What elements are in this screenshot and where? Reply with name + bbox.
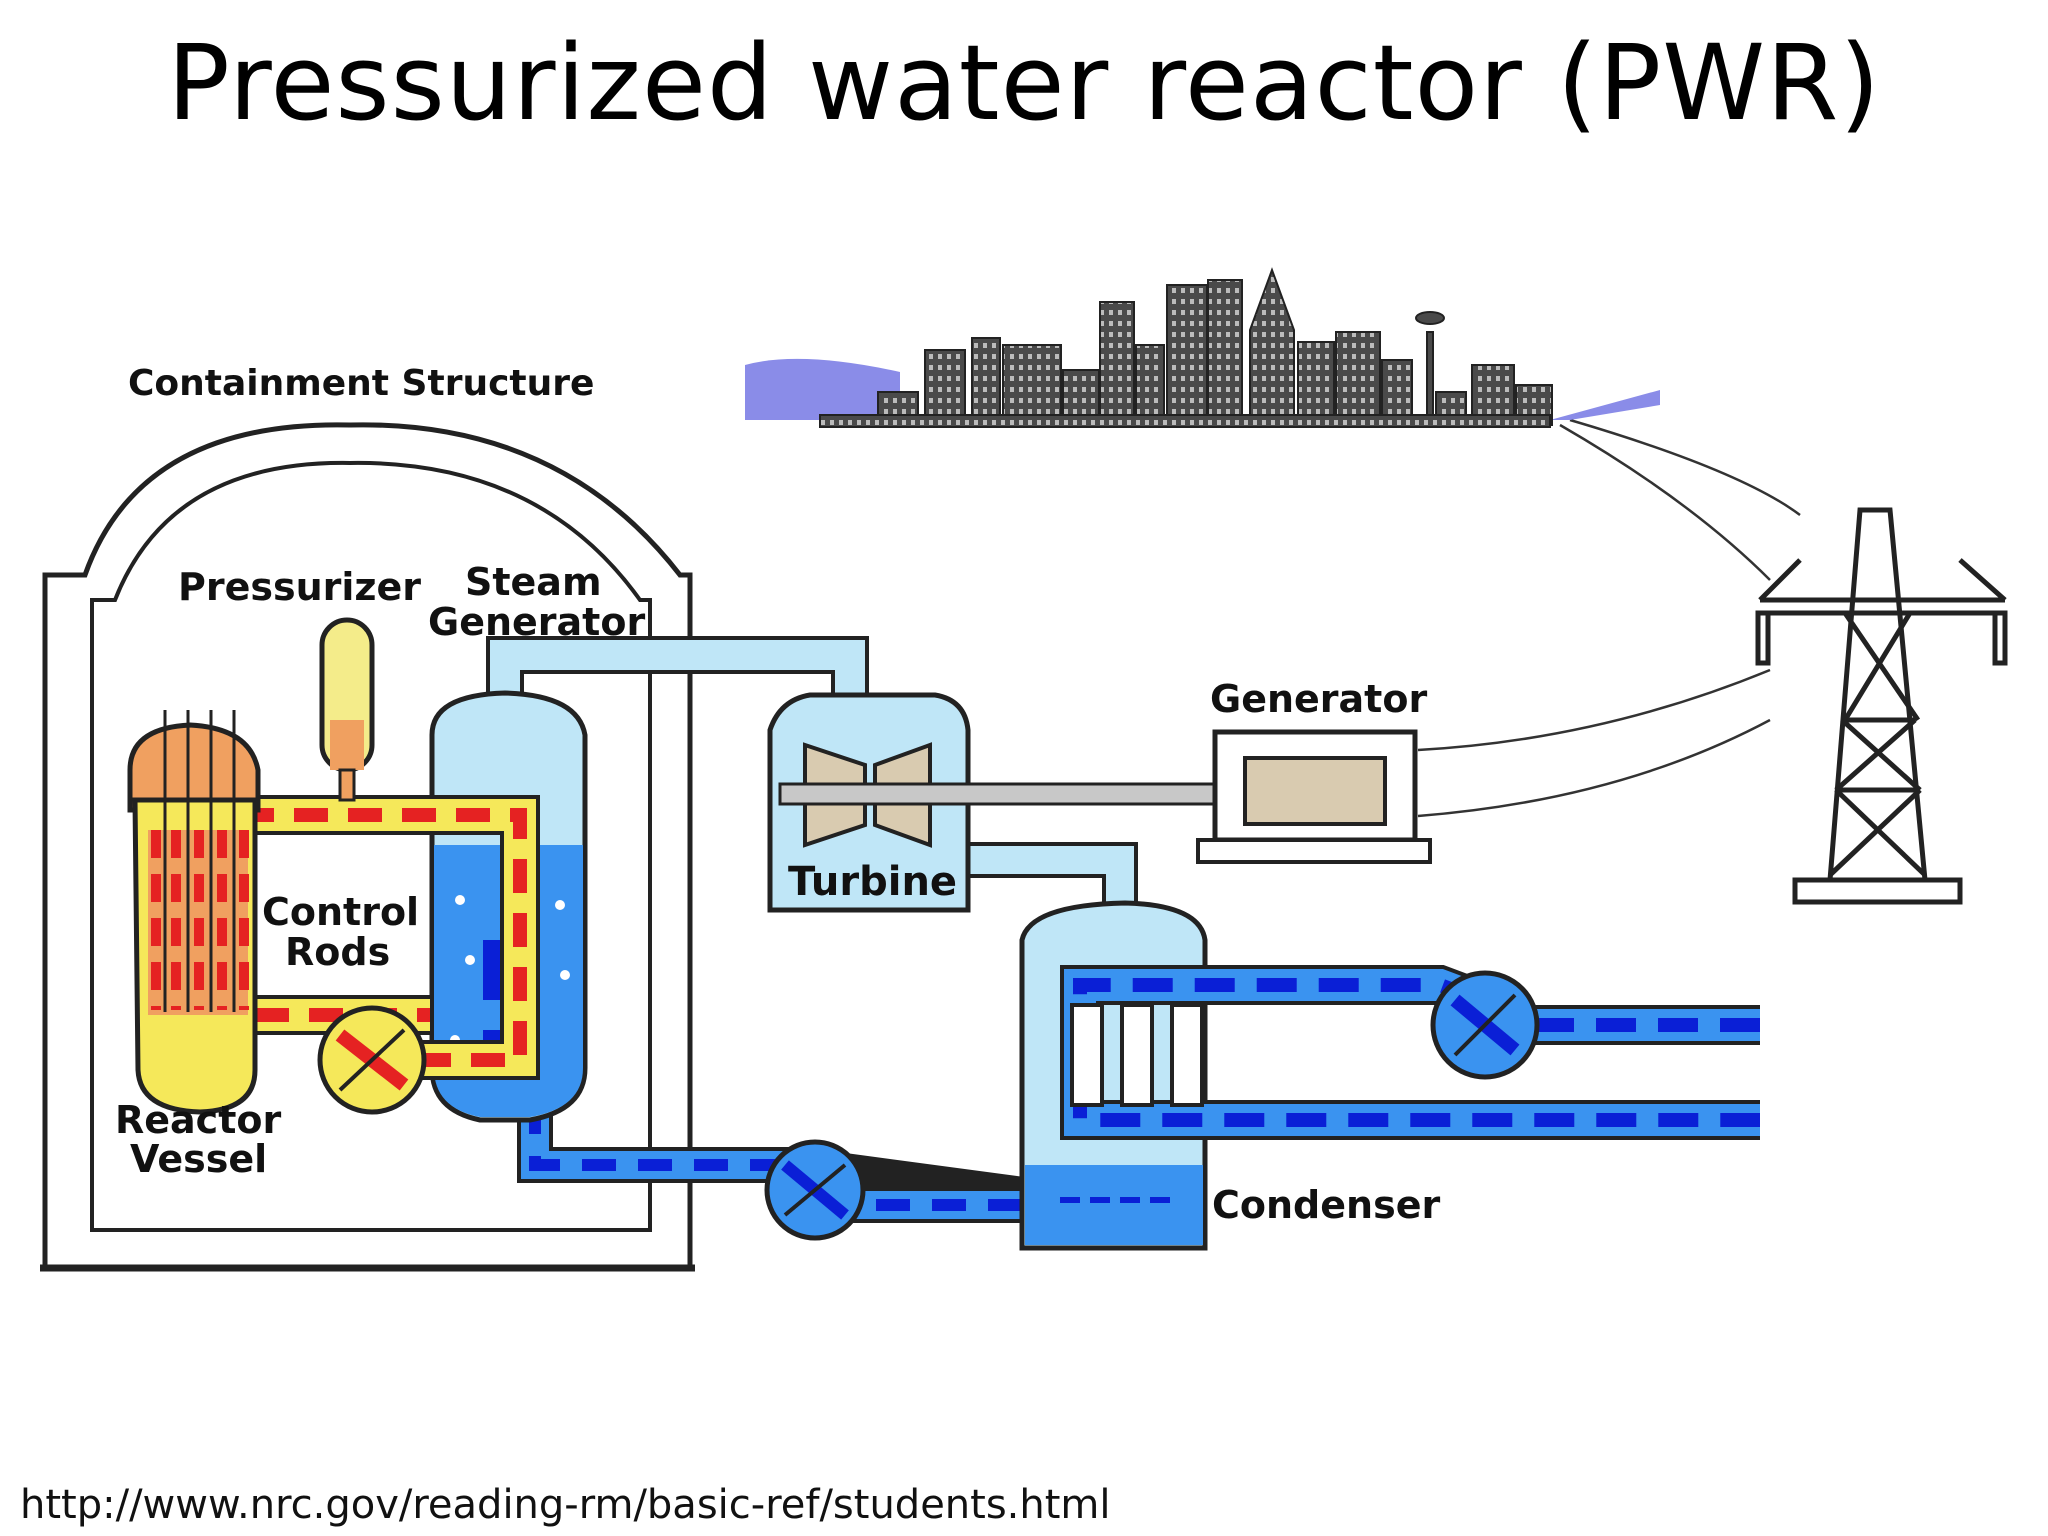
feedwater-pump-icon: [764, 1139, 866, 1241]
reactor-coolant-pump-icon: [317, 1005, 427, 1115]
label-generator: Generator: [1210, 677, 1427, 721]
label-control-rods-line2: Rods: [285, 930, 390, 974]
generator: [1196, 729, 1432, 864]
transmission-tower-icon: [1755, 507, 2008, 905]
steam-line: [486, 636, 869, 720]
reactor-vessel: [127, 710, 261, 1115]
label-reactor-vessel-line1: Reactor: [115, 1098, 281, 1142]
label-containment-structure: Containment Structure: [128, 363, 594, 404]
label-steam-generator-line2: Generator: [428, 600, 645, 644]
pressurizer: [319, 617, 375, 802]
label-reactor-vessel-line2: Vessel: [130, 1137, 267, 1181]
containment-structure: [40, 422, 695, 1272]
city-skyline-icon: [745, 267, 1660, 428]
generator-icon: [1243, 756, 1387, 826]
slide-title: Pressurized water reactor (PWR): [167, 22, 1881, 144]
cooling-water-loop: [1060, 965, 1760, 1140]
transmission-lines: [1417, 418, 1801, 818]
cooling-water-pump-icon: [1430, 970, 1540, 1080]
label-pressurizer: Pressurizer: [178, 565, 421, 609]
label-turbine: Turbine: [788, 859, 957, 905]
label-control-rods-line1: Control: [262, 890, 419, 934]
label-steam-generator-line1: Steam: [465, 560, 602, 604]
label-condenser: Condenser: [1212, 1183, 1440, 1227]
source-url[interactable]: http://www.nrc.gov/reading-rm/basic-ref/…: [20, 1482, 1111, 1528]
